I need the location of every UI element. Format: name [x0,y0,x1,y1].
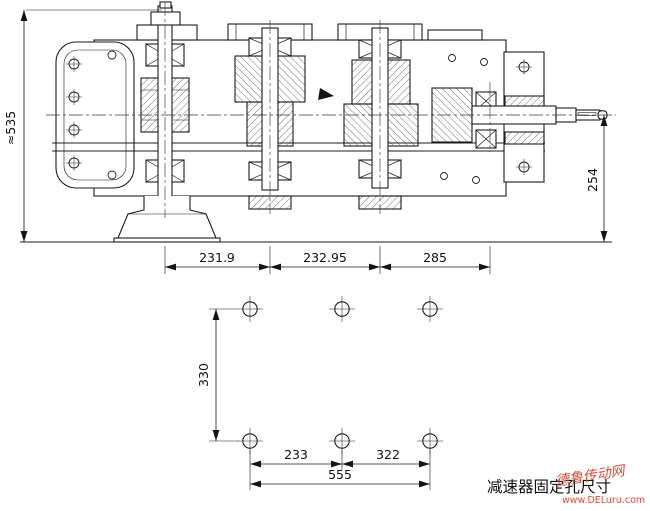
bolt-hole [480,58,488,66]
bolt-hole [448,54,456,62]
watermark-site-url: www.DELuru.com [562,495,645,506]
mounting-hole [237,428,263,454]
bolt-hole [516,59,532,75]
shaft-collar [150,11,181,26]
gear-assembly-3 [343,27,419,189]
dim-label-hole-row-spacing: 330 [196,363,211,387]
bearing-cap-top-4 [427,29,483,41]
bolt-hole [440,172,448,180]
output-shaft-assembly [431,87,608,149]
bearing [475,129,497,149]
dim-label-hole-total-width: 555 [328,467,352,482]
bolt-hole [107,170,117,180]
bolt-hole [66,122,82,138]
mounting-hole [329,428,355,454]
dim-label-overall-height: ≈535 [3,111,18,145]
dim-label-output-axis-height: 254 [585,168,600,192]
gearbox-section-view [20,1,616,243]
end-cover-section [504,131,545,145]
dimension-shaft-spans: 231.9 232.95 285 [164,246,491,274]
dim-label-hole-col-spacing-2: 322 [376,447,400,462]
mounting-foot [113,196,221,243]
drawing-caption: 减速器固定孔尺寸 [487,478,611,496]
dimensions: ≈535 254 231.9 232.95 285 [3,9,608,274]
dim-label-span-3: 285 [423,250,447,265]
bolt-hole [66,89,82,105]
mounting-hole [417,428,443,454]
dimension-hole-columns: 233 322 555 [249,447,431,490]
section-arrow [318,88,334,100]
bolt-hole [66,155,82,171]
dim-label-span-1: 231.9 [199,250,235,265]
center-lines [46,2,616,218]
shaft-tip [159,1,172,9]
dimension-hole-row-spacing: 330 [196,308,238,442]
bolt-hole [472,176,480,184]
dim-label-hole-col-spacing-1: 233 [284,447,308,462]
mounting-hole [417,296,443,322]
bolt-hole [66,56,82,72]
dimension-output-axis-height: 254 [585,115,608,242]
bolt-hole [516,159,532,175]
mounting-hole [329,296,355,322]
bolt-hole [107,50,117,60]
mounting-hole-layout: 330 233 322 555 [196,296,443,490]
bolt-holes [66,50,532,184]
keyway [577,112,597,116]
mounting-hole [237,296,263,322]
dimension-overall-height: ≈535 [3,9,162,242]
dim-label-span-2: 232.95 [303,250,347,265]
